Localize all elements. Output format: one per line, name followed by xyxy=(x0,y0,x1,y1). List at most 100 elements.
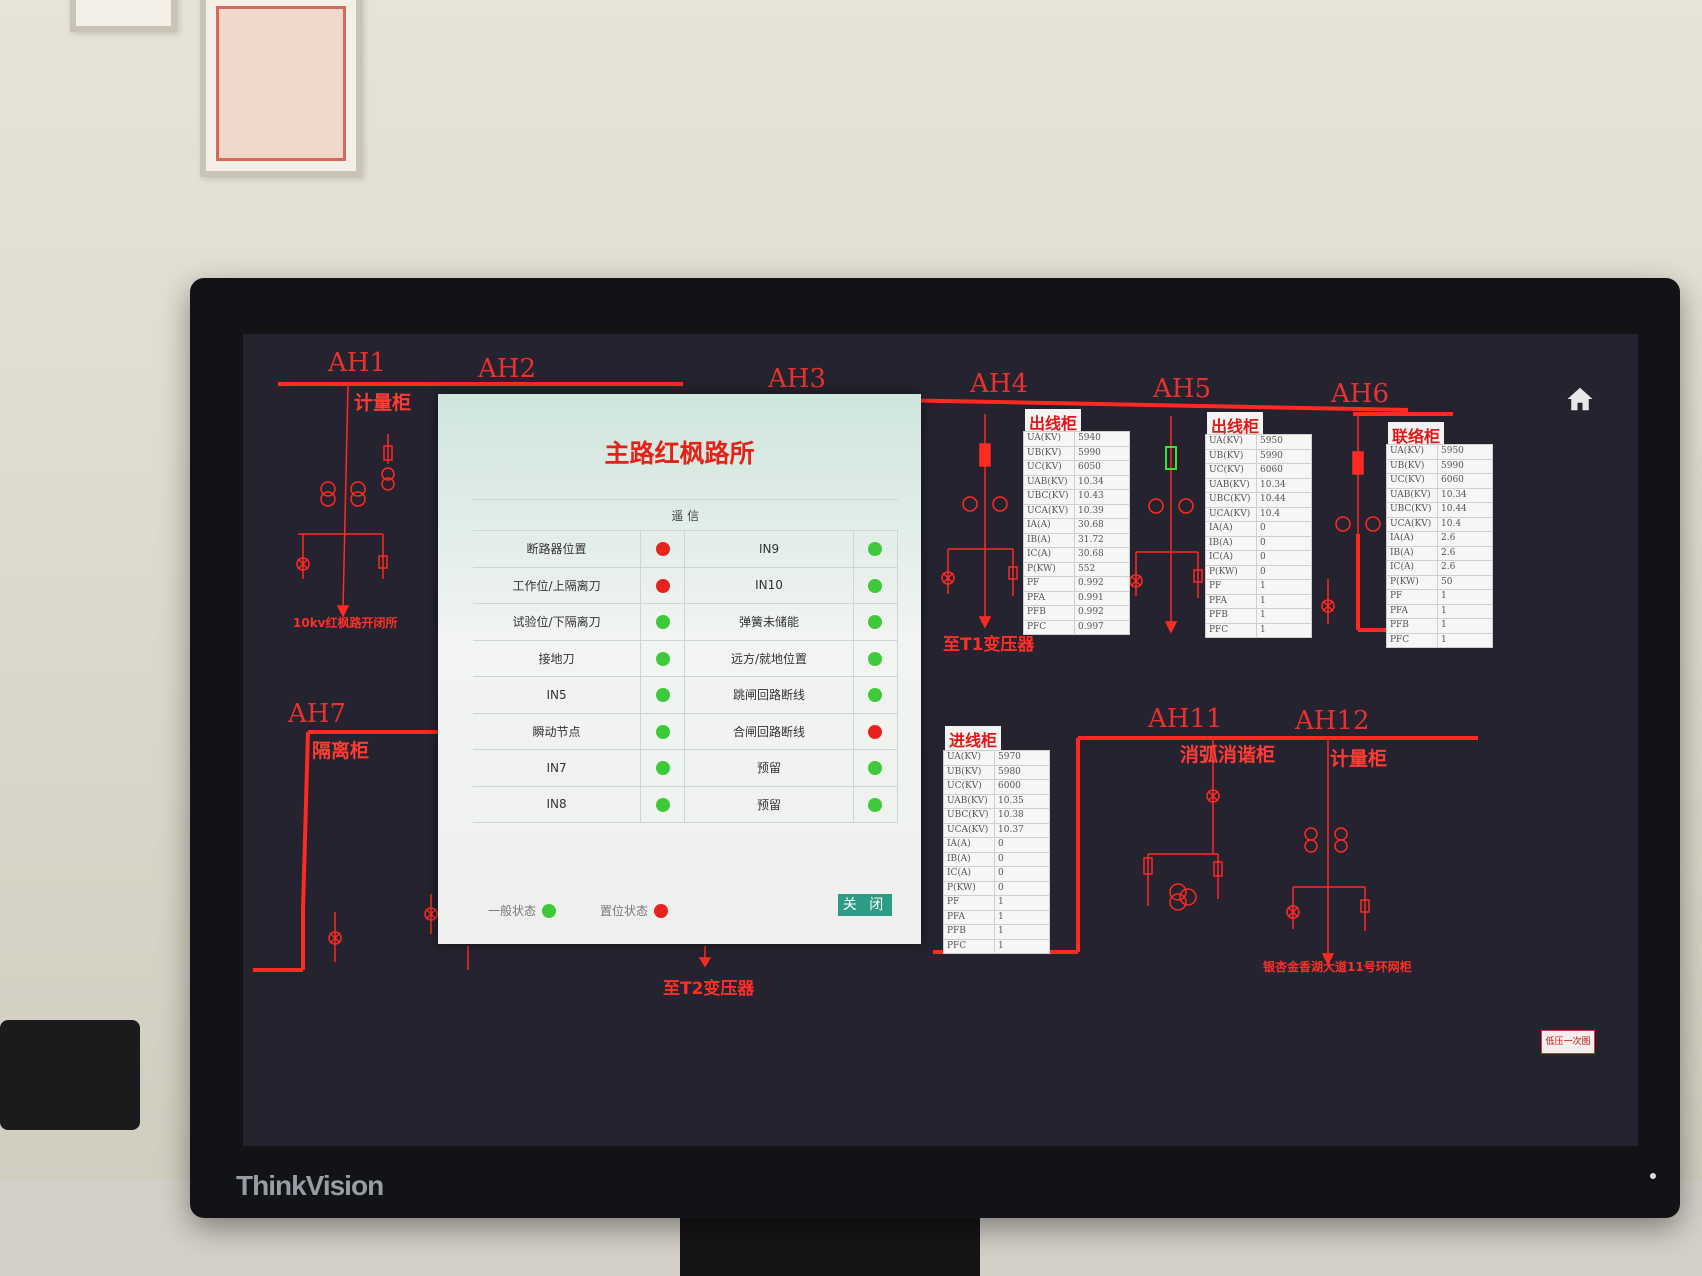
measurement-row: IA(A)0 xyxy=(1205,521,1312,537)
measurement-value: 30.68 xyxy=(1074,518,1130,534)
low-voltage-diagram-button[interactable]: 低压一次图 xyxy=(1541,1030,1595,1054)
dialog-title: 主路红枫路所 xyxy=(604,439,755,468)
measurement-row: UC(KV)6000 xyxy=(943,779,1050,795)
signal-label: IN5 xyxy=(473,676,641,714)
measurement-value: 10.43 xyxy=(1074,489,1130,505)
green-led-icon xyxy=(655,724,670,739)
measurement-key: IC(A) xyxy=(1023,547,1075,563)
measurement-value: 0 xyxy=(994,880,1050,896)
panel-label-ah2: AH2 xyxy=(478,354,536,384)
measurement-key: PFB xyxy=(1386,618,1438,634)
measurement-key: PF xyxy=(1023,576,1075,592)
monitor-stand xyxy=(680,1210,980,1276)
measurement-value: 10.44 xyxy=(1437,502,1493,518)
measurement-value: 5990 xyxy=(1437,458,1493,474)
measurement-value: 30.68 xyxy=(1074,547,1130,563)
green-led-icon xyxy=(868,651,883,666)
measurement-key: PFB xyxy=(1023,605,1075,621)
measurement-key: UCA(KV) xyxy=(1205,506,1257,522)
measurement-value: 1 xyxy=(1437,589,1493,605)
measurement-value: 1 xyxy=(994,924,1050,940)
measurement-value: 2.6 xyxy=(1437,560,1493,576)
measurement-value: 0.992 xyxy=(1074,605,1130,621)
measurement-value: 1 xyxy=(1437,632,1493,648)
signal-label: 试验位/下隔离刀 xyxy=(473,603,641,641)
measurement-value: 6050 xyxy=(1074,460,1130,476)
measurement-key: PFB xyxy=(943,924,995,940)
home-icon[interactable] xyxy=(1565,384,1595,414)
cabinet-title-ah12: 计量柜 xyxy=(1330,748,1388,770)
measurement-key: UB(KV) xyxy=(1205,448,1257,464)
status-led-cell xyxy=(852,640,899,677)
signal-label: 断路器位置 xyxy=(473,530,641,568)
measurement-row: IA(A)2.6 xyxy=(1386,531,1493,547)
measurement-row: IA(A)0 xyxy=(943,837,1050,853)
measurement-row: UB(KV)5990 xyxy=(1205,448,1312,464)
measurement-value: 5990 xyxy=(1074,445,1130,461)
status-led-cell xyxy=(852,786,899,823)
cabinet-title-ah11: 消弧消谐柜 xyxy=(1180,744,1276,766)
measurement-row: UB(KV)5980 xyxy=(943,764,1050,780)
measurement-key: UC(KV) xyxy=(1205,463,1257,479)
panel-label-ah12: AH12 xyxy=(1295,706,1370,736)
measurement-key: UC(KV) xyxy=(1386,473,1438,489)
measurement-key: PF xyxy=(1386,589,1438,605)
panel-label-ah3: AH3 xyxy=(768,364,826,394)
status-led-cell xyxy=(640,567,686,604)
measurement-key: IA(A) xyxy=(1023,518,1075,534)
panel-label-ah4: AH4 xyxy=(970,369,1028,399)
signal-label: 远方/就地位置 xyxy=(684,640,854,677)
close-button[interactable]: 关 闭 xyxy=(838,894,892,916)
measurement-key: IA(A) xyxy=(1386,531,1438,547)
measurement-row: P(KW)0 xyxy=(1205,564,1312,580)
measurement-key: UA(KV) xyxy=(1023,431,1075,447)
measurement-value: 10.37 xyxy=(994,822,1050,838)
signal-row: 瞬动节点合闸回路断线 xyxy=(473,713,899,750)
measurement-row: UBC(KV)10.38 xyxy=(943,808,1050,824)
measurement-row: UCA(KV)10.39 xyxy=(1023,503,1130,519)
green-led-icon xyxy=(655,761,670,775)
measurement-key: UA(KV) xyxy=(1205,434,1257,450)
measurement-row: IC(A)30.68 xyxy=(1023,547,1130,563)
measurement-value: 50 xyxy=(1437,574,1493,590)
panel-label-ah7: AH7 xyxy=(288,699,346,729)
status-led-cell xyxy=(640,530,686,568)
green-led-icon xyxy=(655,688,670,702)
measurement-value: 10.4 xyxy=(1437,516,1493,532)
measurement-row: UA(KV)5940 xyxy=(1023,431,1130,447)
measurement-row: UA(KV)5950 xyxy=(1205,434,1312,450)
measurement-key: UCA(KV) xyxy=(943,822,995,838)
ah1-destination-caption: 10kv红枫路开闭所 xyxy=(293,616,398,630)
panel-label-ah11: AH11 xyxy=(1148,704,1223,734)
measurement-row: IC(A)0 xyxy=(943,866,1050,882)
signal-label: 弹簧未储能 xyxy=(684,603,854,641)
ah12-destination-caption: 银杏金香湖大道11号环网柜 xyxy=(1263,960,1412,974)
measurement-key: PF xyxy=(943,895,995,911)
measurement-value: 10.4 xyxy=(1256,506,1312,522)
measurement-value: 1 xyxy=(1256,593,1312,609)
status-led-cell xyxy=(852,713,899,750)
measurement-row: P(KW)0 xyxy=(943,880,1050,896)
measurement-value: 1 xyxy=(1256,622,1312,638)
measurement-value: 0 xyxy=(994,851,1050,867)
measurement-value: 1 xyxy=(994,938,1050,954)
measurement-value: 5950 xyxy=(1437,444,1493,460)
measurement-value: 1 xyxy=(994,895,1050,911)
measurement-key: PFA xyxy=(1205,593,1257,609)
measurement-key: UC(KV) xyxy=(943,779,995,795)
measurement-row: UBC(KV)10.43 xyxy=(1023,489,1130,505)
cabinet-title-ah1: 计量柜 xyxy=(354,392,412,414)
legend-set: 置位状态 xyxy=(600,902,669,919)
signal-label: IN10 xyxy=(684,567,854,604)
